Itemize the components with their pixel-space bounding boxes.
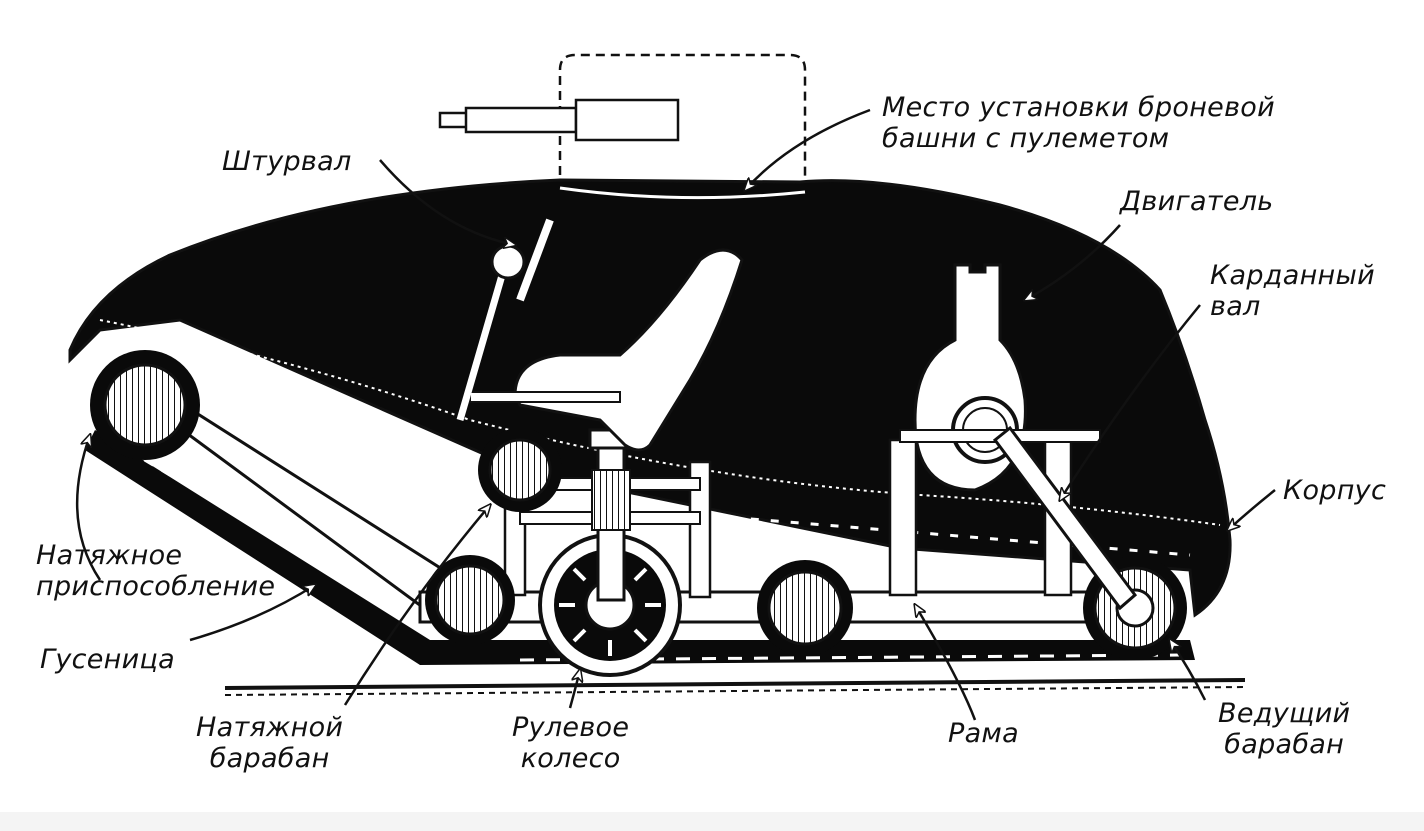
cardan-shaft: [992, 425, 1138, 611]
machine-gun-icon: [438, 98, 680, 142]
engine: [899, 263, 1101, 492]
label-hull: Корпус: [1283, 475, 1387, 506]
label-steering-wheel: Штурвал: [222, 146, 352, 177]
label-frame: Рама: [948, 718, 1019, 749]
label-tensioner: Натяжное приспособление: [36, 540, 276, 602]
leader-lines: [75, 108, 1276, 721]
ground: [224, 678, 1246, 696]
label-drive-drum: Ведущий барабан: [1218, 698, 1351, 760]
label-track: Гусеница: [40, 644, 176, 675]
label-cardan-shaft: Карданный вал: [1210, 260, 1375, 322]
turret-outline: [438, 53, 807, 190]
steering-column: [456, 218, 554, 421]
steering-road-wheel: [538, 428, 682, 677]
bottom-band: [0, 812, 1424, 831]
label-idler-drum: Натяжной барабан: [196, 712, 344, 774]
label-turret: Место установки броневой башни с пулемет…: [882, 92, 1275, 154]
label-steering-road-wheel: Рулевое колесо: [512, 712, 630, 774]
driver-seat: [469, 248, 744, 452]
label-engine: Двигатель: [1120, 186, 1274, 217]
